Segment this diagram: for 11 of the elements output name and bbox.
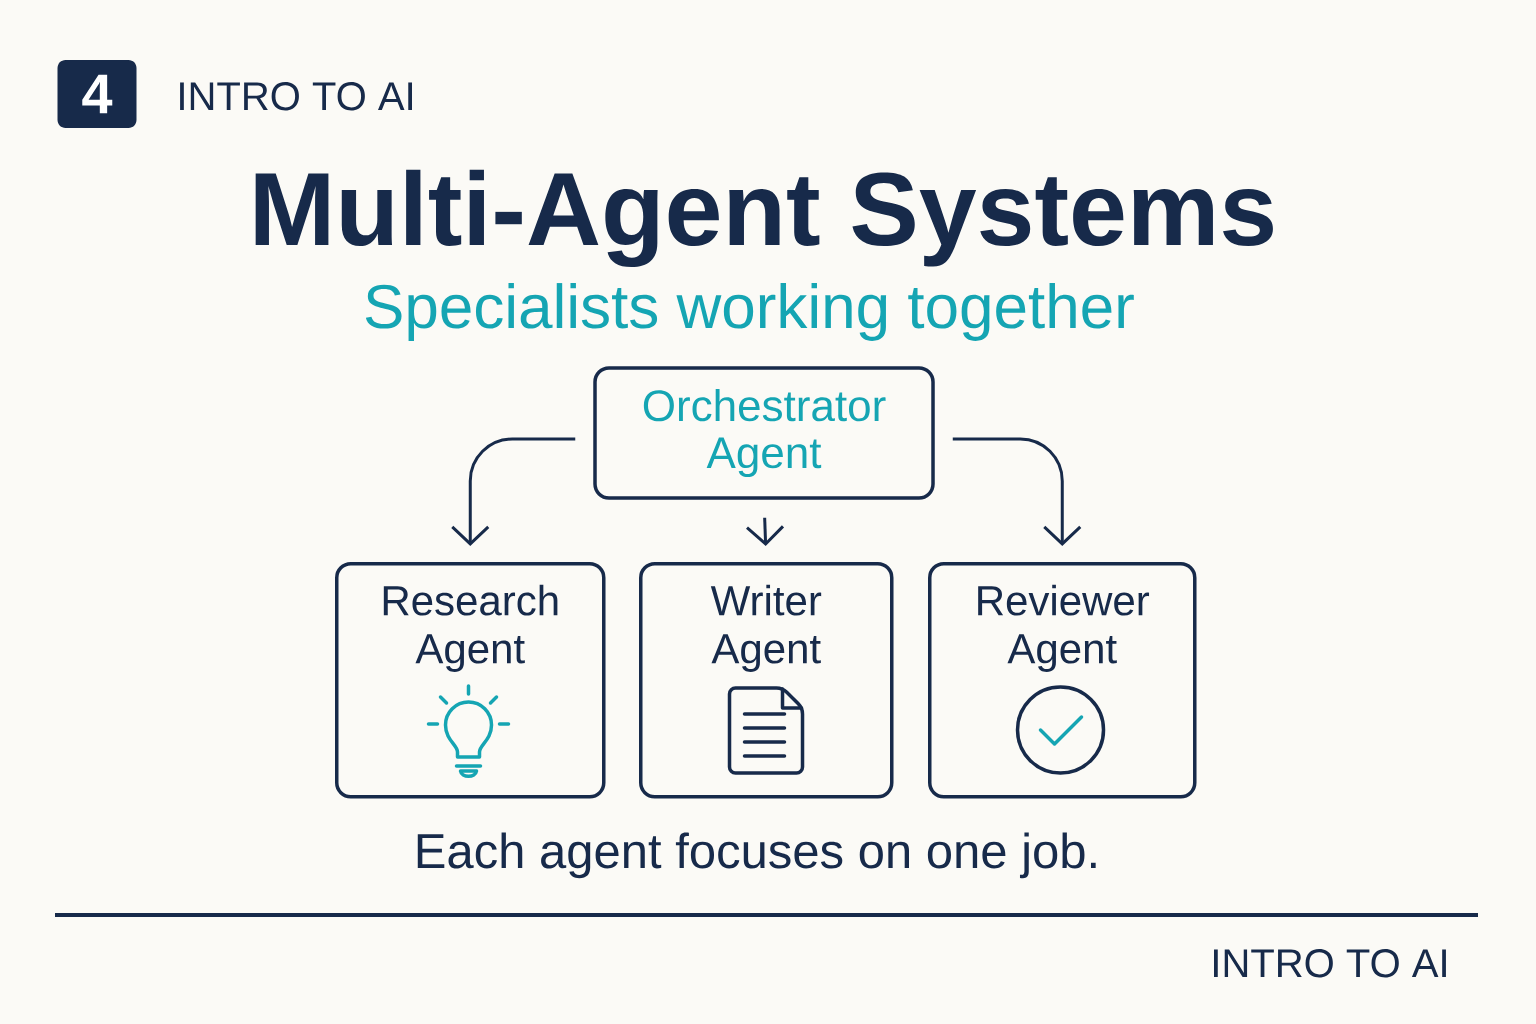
agent-box: Orchestrator Agent [593, 366, 935, 500]
agent-box: Research Agent [335, 562, 606, 799]
agent-box: Reviewer Agent [928, 562, 1197, 799]
caption: Each agent focuses on one job. [417, 832, 1096, 879]
arrow [451, 437, 576, 546]
header-label: INTRO TO AI [180, 82, 412, 111]
number-badge: 4 [57, 60, 137, 128]
title: Multi-Agent Systems [255, 169, 1273, 268]
agent-box: Writer Agent [639, 562, 894, 799]
footer-label: INTRO TO AI [1214, 949, 1446, 978]
arrow [952, 437, 1082, 546]
